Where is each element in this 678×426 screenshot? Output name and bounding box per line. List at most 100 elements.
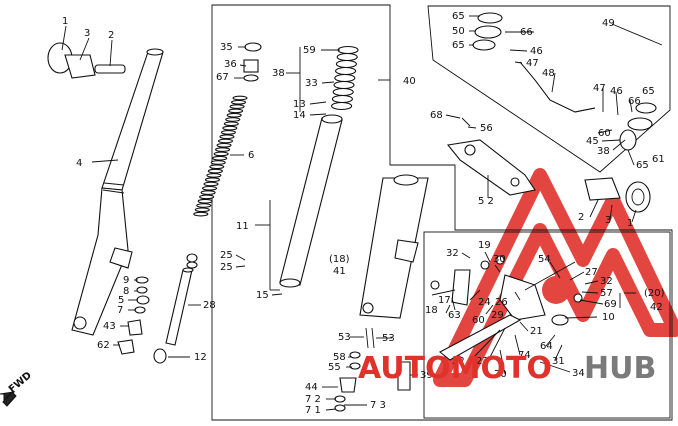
seal-ring bbox=[331, 101, 353, 111]
part-number-8: 8 bbox=[123, 286, 129, 297]
spring-coil bbox=[206, 173, 222, 178]
right-fork-slider bbox=[359, 174, 429, 319]
spring-coil bbox=[215, 147, 231, 152]
part-number-60b: 60 bbox=[472, 315, 485, 326]
part-number-71: 7 1 bbox=[305, 405, 321, 416]
leader-line bbox=[445, 114, 461, 119]
part-number-59: 59 bbox=[303, 45, 316, 56]
leader-line bbox=[514, 334, 521, 356]
watermark-text: AUTOMOTO HUB bbox=[358, 351, 656, 386]
part-number-66a: 66 bbox=[520, 27, 533, 38]
part-number-53b: 53 bbox=[382, 333, 395, 344]
leader-line bbox=[325, 408, 337, 411]
spacer-parts bbox=[243, 42, 262, 82]
fwd-label: FWD bbox=[7, 370, 34, 395]
spring-coil bbox=[229, 104, 245, 109]
part-number-26: 26 bbox=[495, 297, 508, 308]
fork-spring bbox=[193, 95, 248, 217]
spring-coil bbox=[219, 134, 235, 140]
leader-line bbox=[627, 149, 635, 166]
leader-line bbox=[445, 304, 451, 314]
spring-coil bbox=[225, 117, 241, 122]
seal-ring bbox=[333, 80, 355, 90]
inner-fork-tube bbox=[279, 45, 359, 288]
damper-rod bbox=[153, 253, 198, 364]
spring-coil bbox=[223, 121, 239, 127]
part-number-6: 6 bbox=[248, 150, 254, 161]
leader-line bbox=[494, 264, 501, 273]
part-number-1: 1 bbox=[62, 16, 68, 27]
leader-line bbox=[239, 64, 247, 67]
part-number-38b: 38 bbox=[597, 146, 610, 157]
part-number-66b: 66 bbox=[628, 96, 641, 107]
part-number-21: 21 bbox=[530, 326, 543, 337]
spring-coil bbox=[217, 138, 234, 144]
part-number-29: 29 bbox=[491, 310, 504, 321]
part-number-47b: 47 bbox=[593, 83, 606, 94]
spring-coil bbox=[231, 99, 247, 105]
spring-coil bbox=[212, 155, 228, 161]
part-number-4: 4 bbox=[76, 158, 82, 169]
part-number-45: 45 bbox=[586, 136, 599, 147]
leader-line bbox=[601, 139, 621, 142]
part-number-44: 44 bbox=[305, 382, 318, 393]
leader-line bbox=[499, 349, 506, 375]
spring-coil bbox=[204, 177, 220, 183]
part-number-65d: 65 bbox=[636, 160, 649, 171]
spring-coil bbox=[220, 130, 236, 135]
leader-line bbox=[79, 37, 90, 61]
part-number-7: 7 bbox=[117, 305, 123, 316]
spring-coil bbox=[197, 198, 213, 204]
part-number-60a: 60 bbox=[598, 128, 611, 139]
part-number-12: 12 bbox=[194, 352, 207, 363]
leader-line bbox=[611, 23, 663, 46]
part-number-18: 18 bbox=[425, 305, 438, 316]
spring-coil bbox=[232, 95, 248, 101]
forward-direction-arrow: FWD bbox=[0, 370, 34, 407]
seal-ring bbox=[331, 94, 353, 104]
spring-coil bbox=[216, 142, 232, 148]
spring-coil bbox=[200, 190, 216, 195]
leader-line bbox=[514, 291, 521, 301]
part-number-42: 42 bbox=[650, 302, 663, 313]
part-number-3: 3 bbox=[84, 28, 90, 39]
cap-part-right bbox=[584, 177, 651, 213]
spring-coil bbox=[226, 112, 242, 118]
part-number-70: 70 bbox=[494, 369, 507, 380]
part-number-35: 35 bbox=[220, 42, 233, 53]
leader-line bbox=[485, 304, 494, 315]
spring-coil bbox=[193, 211, 209, 217]
watermark-text-primary: AUTOMOTO bbox=[358, 351, 552, 386]
watermark-text-secondary: HUB bbox=[584, 351, 656, 386]
leader-line bbox=[271, 293, 283, 296]
spring-coil bbox=[196, 203, 212, 208]
part-number-15: 15 bbox=[256, 290, 269, 301]
part-number-57: 57 bbox=[600, 288, 613, 299]
part-number-72: 7 2 bbox=[305, 394, 321, 405]
part-number-17: 17 bbox=[438, 295, 451, 306]
leader-line bbox=[309, 113, 327, 116]
part-number-65a: 65 bbox=[452, 11, 465, 22]
part-number-3b: 3 bbox=[605, 215, 611, 226]
watermark-dot-icon bbox=[542, 276, 570, 304]
leader-line bbox=[469, 329, 501, 362]
bracket-parts bbox=[430, 255, 583, 361]
leader-line bbox=[549, 261, 561, 279]
seal-ring bbox=[335, 66, 357, 76]
part-number-28: 28 bbox=[203, 300, 216, 311]
part-number-46b: 46 bbox=[610, 86, 623, 97]
part-number-2b: 2 bbox=[578, 212, 584, 223]
spring-coil bbox=[207, 168, 223, 174]
leader-line bbox=[484, 251, 491, 263]
seal-ring bbox=[334, 73, 356, 83]
leader-line bbox=[451, 297, 456, 311]
part-number-63: 63 bbox=[448, 310, 461, 321]
part-number-47a: 47 bbox=[526, 58, 539, 69]
part-number-56: 56 bbox=[480, 123, 493, 134]
leader-line bbox=[612, 139, 626, 151]
part-number-36: 36 bbox=[224, 59, 237, 70]
spring-coil bbox=[199, 194, 215, 200]
